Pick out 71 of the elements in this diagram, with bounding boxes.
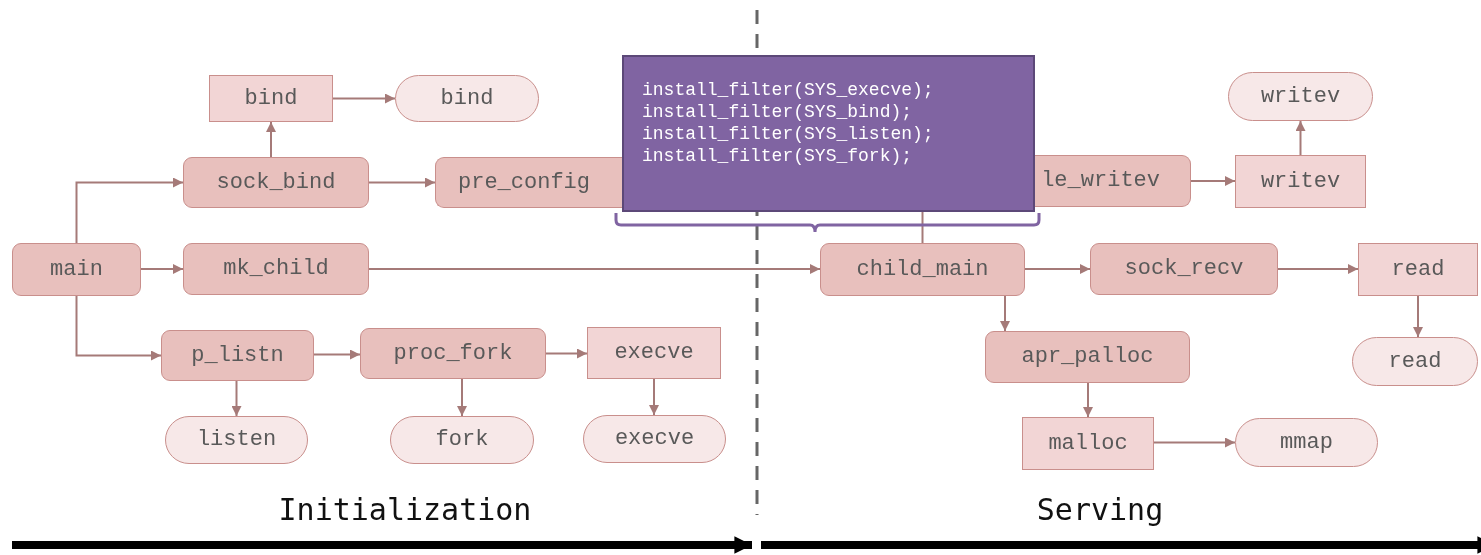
syscall-box <box>1358 243 1478 296</box>
code-line: install_filter(SYS_listen); <box>642 123 935 145</box>
node-label: main <box>50 256 103 283</box>
arrow <box>1277 264 1359 274</box>
syscall-pill <box>1228 72 1373 121</box>
node-label: bind <box>244 85 298 112</box>
function-box <box>360 328 546 379</box>
node-label: sock_bind <box>216 169 336 196</box>
arrow <box>1190 176 1236 186</box>
code-line: install_filter(SYS_execve); <box>642 79 935 101</box>
code-line: install_filter(SYS_bind); <box>642 101 914 123</box>
function-box <box>985 331 1190 383</box>
node-label: read <box>1391 256 1445 283</box>
arrow <box>231 380 242 417</box>
function-box <box>183 243 369 295</box>
arrow <box>649 378 659 416</box>
node-label: writev <box>1260 168 1341 195</box>
function-box <box>161 330 314 381</box>
function-box <box>435 157 622 208</box>
syscall-box <box>1022 417 1154 470</box>
node-label: p_listn <box>191 342 284 369</box>
node-label: proc_fork <box>393 340 513 367</box>
syscall-pill <box>1352 337 1478 386</box>
syscall-box <box>209 75 333 122</box>
syscall-pill <box>395 75 539 122</box>
arrow <box>313 349 361 360</box>
node-label: malloc <box>1048 430 1128 457</box>
arrow <box>368 264 821 274</box>
function-box <box>1090 243 1278 295</box>
arrow <box>1083 382 1093 418</box>
arrow <box>266 121 276 158</box>
syscall-box <box>1235 155 1366 208</box>
syscall-pill <box>390 416 534 464</box>
code-line: install_filter(SYS_fork); <box>642 145 914 167</box>
syscall-box <box>587 327 721 379</box>
arrow <box>545 348 588 359</box>
syscall-pill <box>583 415 726 463</box>
node-label: execve <box>614 426 695 452</box>
function-box <box>1035 155 1191 207</box>
arrow <box>1413 295 1423 338</box>
arrow <box>75 177 184 244</box>
node-label: mmap <box>1280 429 1333 456</box>
node-label: read <box>1388 348 1442 375</box>
function-box <box>820 243 1025 296</box>
arrow <box>140 264 184 274</box>
phase-label: Initialization <box>278 492 532 527</box>
arrow <box>75 295 162 361</box>
arrow <box>332 93 396 104</box>
function-box <box>183 157 369 208</box>
node-label: execve <box>614 340 694 366</box>
node-label: pre_config <box>458 169 591 196</box>
node-label: listen <box>196 427 277 453</box>
syscall-pill <box>165 416 308 464</box>
syscall-pill <box>1235 418 1378 467</box>
arrow <box>1024 264 1091 274</box>
code-box <box>622 55 1035 212</box>
node-label: fork <box>435 427 489 453</box>
function-box <box>12 243 141 296</box>
node-label: apr_palloc <box>1021 344 1154 370</box>
arrow <box>457 378 467 417</box>
node-label: mk_child <box>223 256 329 282</box>
node-label: writev <box>1260 83 1341 110</box>
arrow <box>1000 295 1010 332</box>
arrow <box>1295 120 1306 156</box>
node-label: child_main <box>856 256 989 283</box>
arrow <box>1153 437 1236 448</box>
node-label: bind <box>440 85 494 112</box>
node-label: sock_recv <box>1124 256 1244 282</box>
arrow <box>368 177 436 188</box>
phase-label: Serving <box>1036 492 1164 527</box>
node-label: le_writev <box>1041 168 1160 194</box>
